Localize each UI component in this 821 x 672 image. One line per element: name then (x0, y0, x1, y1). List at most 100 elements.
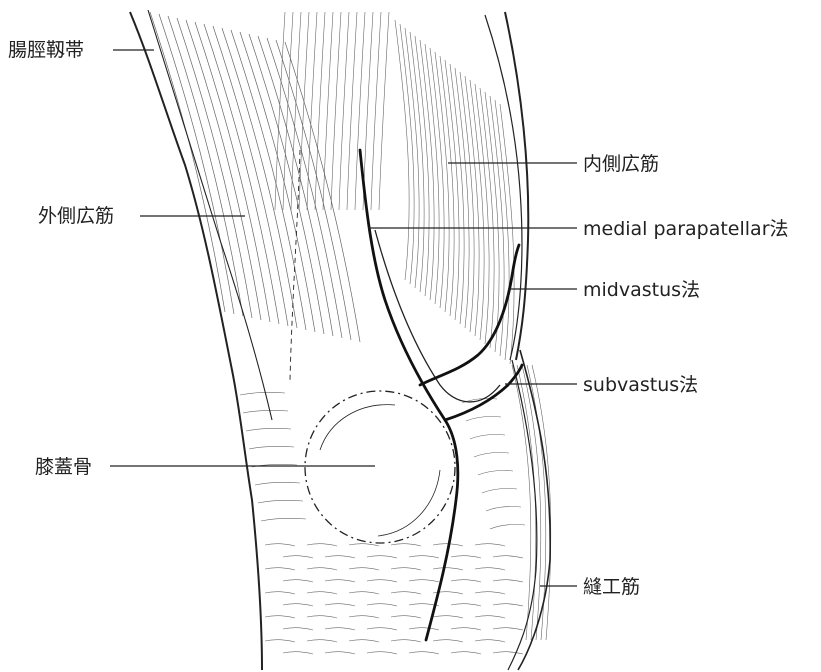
fiber-stroke (485, 92, 499, 352)
patella-inner-contour (320, 405, 440, 536)
fiber-stroke (430, 48, 444, 308)
fiber-stroke (258, 36, 333, 336)
iliotibial-band-label: 腸脛靱帯 (8, 41, 84, 60)
fiber-stroke (349, 592, 379, 594)
fiber-stroke (325, 652, 355, 654)
fiber-stroke (371, 12, 381, 210)
iliotibial-band-inner-edge (148, 10, 272, 420)
fiber-stroke (231, 30, 306, 330)
fiber-stroke (517, 365, 536, 640)
fiber-stroke (283, 604, 313, 606)
fiber-stroke (435, 52, 449, 312)
fiber-stroke (475, 592, 505, 594)
fiber-stroke (450, 64, 464, 324)
fiber-stroke (265, 592, 295, 594)
fiber-stroke (470, 435, 505, 440)
fiber-stroke (433, 568, 463, 570)
fiber-stroke (307, 616, 337, 618)
fiber-stroke (255, 482, 300, 485)
fiber-stroke (470, 80, 484, 340)
fiber-stroke (349, 568, 379, 570)
fiber-stroke (349, 616, 379, 618)
fiber-stroke (474, 453, 509, 458)
fiber-stroke (249, 446, 294, 449)
fiber-stroke (433, 640, 463, 642)
fiber-stroke (478, 471, 513, 476)
patella-label: 膝蓋骨 (35, 458, 92, 477)
subvastus-incision (445, 365, 522, 420)
fiber-stroke (409, 628, 439, 630)
fiber-stroke (482, 489, 517, 494)
fiber-stroke (475, 544, 505, 546)
fiber-stroke (204, 24, 279, 324)
fiber-stroke (493, 652, 523, 654)
fiber-stroke (331, 12, 341, 210)
fiber-stroke (475, 568, 505, 570)
fiber-stroke (283, 652, 313, 654)
patella-outline (305, 391, 455, 543)
fiber-stroke (440, 56, 454, 316)
fiber-stroke (460, 72, 474, 332)
fiber-stroke (445, 60, 459, 320)
fiber-stroke (325, 604, 355, 606)
fiber-stroke (486, 507, 521, 512)
fiber-stroke (349, 640, 379, 642)
fiber-stroke (493, 628, 523, 630)
fiber-stroke (493, 580, 523, 582)
fiber-stroke (283, 556, 313, 558)
fiber-stroke (150, 12, 225, 312)
fiber-stroke (409, 652, 439, 654)
fiber-stroke (512, 365, 531, 640)
leader-lines (110, 50, 577, 586)
fiber-stroke (307, 12, 317, 210)
fiber-stroke (367, 556, 397, 558)
fiber-stroke (395, 20, 409, 280)
fiber-stroke (325, 556, 355, 558)
midvastus-label: midvastus法 (583, 281, 700, 300)
fiber-stroke (339, 12, 349, 210)
fiber-stroke (307, 592, 337, 594)
fiber-stroke (213, 26, 288, 326)
fiber-stroke (325, 628, 355, 630)
fiber-stroke (475, 84, 489, 344)
fiber-stroke (347, 12, 357, 210)
fiber-stroke (490, 525, 525, 530)
fiber-stroke (243, 410, 288, 413)
fiber-stroke (283, 628, 313, 630)
fiber-stroke (420, 40, 434, 300)
fiber-stroke (495, 100, 509, 360)
lateral-thigh-outline (130, 12, 262, 670)
fiber-stroke (285, 42, 360, 342)
fiber-stroke (307, 640, 337, 642)
fiber-stroke (367, 628, 397, 630)
fiber-stroke (307, 568, 337, 570)
fiber-stroke (349, 544, 379, 546)
fiber-stroke (258, 500, 303, 503)
fiber-stroke (493, 556, 523, 558)
fiber-stroke (367, 580, 397, 582)
fiber-stroke (466, 417, 501, 422)
fiber-stroke (267, 38, 342, 338)
fiber-stroke (409, 580, 439, 582)
fiber-stroke (315, 12, 325, 210)
fiber-stroke (240, 392, 285, 395)
fiber-stroke (500, 104, 514, 364)
fiber-stroke (177, 18, 252, 318)
fiber-stroke (323, 12, 333, 210)
fiber-stroke (527, 365, 546, 640)
fiber-stroke (391, 640, 421, 642)
fiber-stroke (283, 12, 293, 210)
fiber-stroke (265, 568, 295, 570)
fiber-stroke (283, 580, 313, 582)
fiber-stroke (415, 36, 429, 296)
fiber-stroke (367, 652, 397, 654)
fiber-stroke (425, 44, 439, 304)
fiber-stroke (391, 544, 421, 546)
fiber-stroke (465, 76, 479, 336)
fiber-stroke (379, 12, 389, 210)
fiber-stroke (325, 580, 355, 582)
fiber-stroke (307, 544, 337, 546)
vastus-lateralis-label: 外側広筋 (38, 207, 114, 226)
fiber-stroke (391, 568, 421, 570)
